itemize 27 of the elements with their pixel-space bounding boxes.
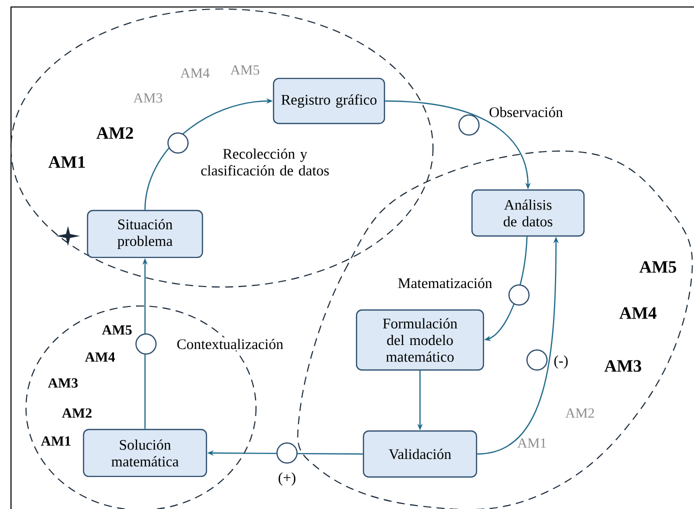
edge-label: (+): [278, 472, 296, 486]
level-label: AM5: [102, 325, 132, 335]
process-box: Validación: [362, 430, 478, 478]
level-label: AM5: [230, 65, 260, 75]
level-label: AM3: [48, 378, 78, 388]
level-label: AM4: [180, 68, 210, 78]
level-label: AM3: [604, 360, 642, 372]
process-box: Formulación del modelo matemático: [356, 309, 484, 371]
level-label: AM4: [619, 307, 656, 319]
process-box: Análisis de datos: [471, 189, 585, 237]
edge-label: Contextualización: [177, 338, 284, 350]
level-label: AM2: [565, 408, 594, 418]
edge-label: Matematización: [398, 278, 492, 288]
edge-label: Observación: [490, 106, 563, 118]
level-label: AM1: [517, 438, 546, 448]
edge-label: Recolección y clasificación de datos: [201, 148, 329, 176]
edge-label: (-): [554, 355, 568, 369]
level-label: AM2: [96, 127, 134, 139]
level-label: AM3: [133, 93, 162, 103]
process-box: Registro gráfico: [272, 78, 386, 124]
level-label: AM4: [85, 352, 115, 362]
process-box: Solución matemática: [82, 428, 208, 478]
level-label: AM5: [639, 261, 676, 273]
level-label: AM1: [41, 436, 70, 446]
process-box: Situación problema: [86, 210, 204, 258]
level-label: AM2: [62, 408, 92, 418]
level-label: AM1: [48, 156, 85, 168]
